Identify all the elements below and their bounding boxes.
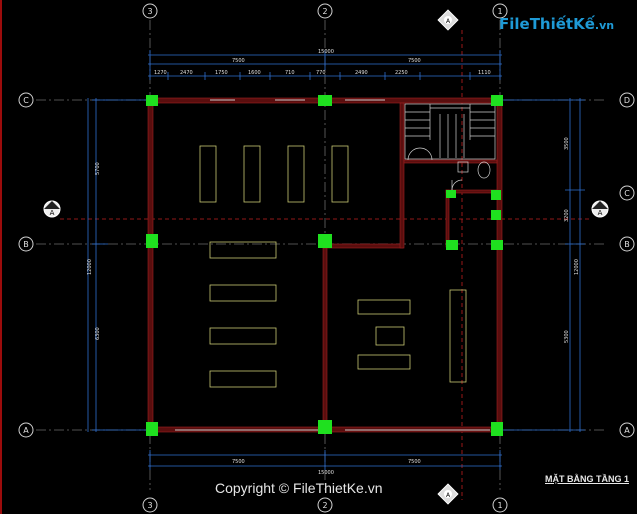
dim-right-total: 12000 [574,259,580,275]
dim-left-total: 12000 [87,259,93,275]
logo-main-text: FileThiếtKế [499,15,595,33]
dim-left-seg-2: 6300 [95,327,101,340]
svg-text:2: 2 [322,501,327,510]
axis-bubble-left-A: A [18,422,34,438]
dim-bottom-total: 15000 [318,470,334,476]
dim-top-seg-9: 1110 [478,70,491,76]
site-logo: FileThiếtKế.vn [499,15,614,33]
dim-right-seg-1: 3500 [564,137,570,150]
svg-text:1: 1 [497,7,502,16]
copyright-text: Copyright © FileThietKe.vn [215,480,383,496]
section-mark-left: A [43,200,61,218]
axis-bubble-bottom-2: 2 [317,497,333,513]
svg-text:B: B [23,240,29,249]
svg-text:A: A [624,426,630,435]
axis-bubble-top-3: 3 [142,3,158,19]
svg-text:A: A [23,426,29,435]
axis-bubble-right-B: B [619,236,635,252]
svg-text:2: 2 [322,7,327,16]
wc-fixtures [407,147,491,191]
axis-bubble-top-2: 2 [317,3,333,19]
dim-left-seg-1: 5700 [95,162,101,175]
svg-text:1: 1 [497,501,502,510]
dim-top-total: 15000 [318,49,334,55]
dim-top-seg-5: 710 [285,70,295,76]
dim-bottom-half-1: 7500 [232,459,245,465]
svg-text:A: A [50,209,55,217]
dim-bottom-half-2: 7500 [408,459,421,465]
axis-bubble-right-A: A [619,422,635,438]
axis-bubble-bottom-1: 1 [492,497,508,513]
dim-top-seg-3: 1750 [215,70,228,76]
dimension-lines [87,50,585,470]
grid-lines [36,20,605,490]
dimension-ticks [167,72,471,80]
svg-text:B: B [624,240,630,249]
svg-text:3: 3 [147,7,152,16]
windows [175,99,490,431]
section-mark-right: A [591,200,609,218]
svg-text:A: A [446,492,451,499]
furniture [199,145,467,388]
dim-top-seg-2: 2470 [180,70,193,76]
section-mark-bottom: A [437,483,459,505]
svg-text:D: D [624,96,630,105]
drawing-title: MẶT BẰNG TẦNG 1 [545,474,629,484]
dim-top-seg-7: 2490 [355,70,368,76]
axis-bubble-left-C: C [18,92,34,108]
dim-top-seg-4: 1600 [248,70,261,76]
columns [146,95,503,436]
svg-text:C: C [624,189,630,198]
logo-suffix-text: .vn [594,19,615,32]
axis-bubble-right-D: D [619,92,635,108]
svg-text:3: 3 [147,501,152,510]
dim-right-seg-3: 5300 [564,330,570,343]
dim-top-seg-8: 2250 [395,70,408,76]
dim-top-half-2: 7500 [408,58,421,64]
staircase [404,103,496,160]
svg-text:A: A [598,209,603,217]
svg-text:C: C [23,96,29,105]
svg-text:A: A [446,18,451,25]
section-mark-top: A [437,9,459,31]
axis-bubble-left-B: B [18,236,34,252]
axis-bubble-top-1: 1 [492,3,508,19]
axis-bubble-bottom-3: 3 [142,497,158,513]
dim-top-seg-6: 770 [316,70,326,76]
axis-bubble-right-C: C [619,185,635,201]
dim-top-half-1: 7500 [232,58,245,64]
dim-right-seg-2: 3200 [564,209,570,222]
dim-top-seg-1: 1270 [154,70,167,76]
